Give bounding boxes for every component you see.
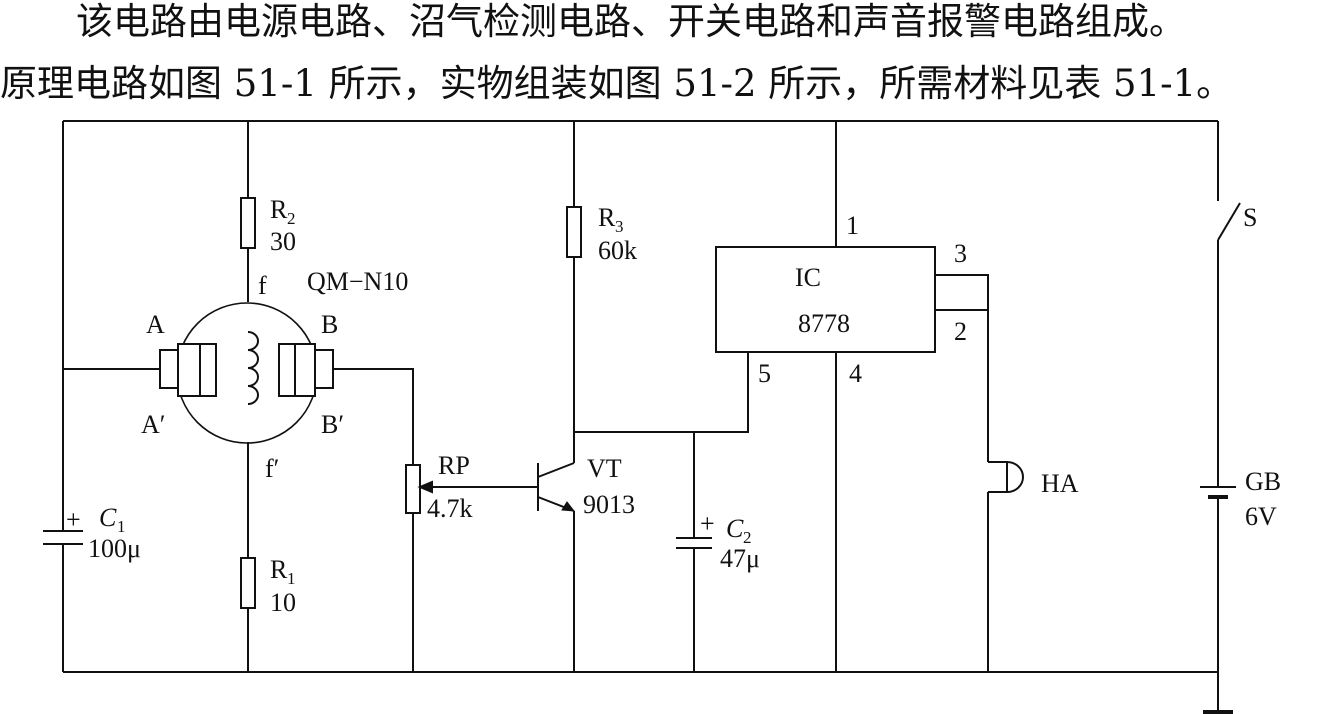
gas-sensor-qm-n10 <box>159 302 334 444</box>
ic-pin-4: 4 <box>849 359 862 388</box>
sensor-b-wire <box>333 368 414 672</box>
rp-label: RP <box>438 451 470 480</box>
wires <box>62 120 1219 712</box>
r1-label: R <box>270 555 288 584</box>
r3-sub: 3 <box>615 217 624 236</box>
ic-value: 8778 <box>798 309 850 338</box>
sensor-pin-f: f <box>258 271 267 300</box>
r2-label: R <box>270 195 288 224</box>
gb-label: GB <box>1245 467 1281 496</box>
r1-sub: 1 <box>287 569 296 588</box>
ic-pin-3: 3 <box>954 239 967 268</box>
vt-label: VT <box>587 454 622 483</box>
switch-s <box>1217 202 1241 241</box>
buzzer-ha <box>988 461 1024 493</box>
intro-paragraph-line-1: 该电路由电源电路、沼气检测电路、开关电路和声音报警电路组成。 <box>76 0 1186 43</box>
rp-wiper-arrow <box>417 480 433 494</box>
c2-label: C <box>726 514 744 543</box>
r2-sub: 2 <box>287 209 296 228</box>
c2-plus: + <box>700 509 715 538</box>
ic-pin-5: 5 <box>758 359 771 388</box>
sensor-model: QM−N10 <box>307 267 408 296</box>
intro-paragraph-line-2: 原理电路如图 51-1 所示，实物组装如图 51-2 所示，所需材料见表 51-… <box>0 62 1234 105</box>
capacitor-c2 <box>676 537 712 549</box>
r3-label: R <box>598 203 616 232</box>
ic-pin-2: 2 <box>954 317 967 346</box>
ic-pin3-wire <box>935 274 989 310</box>
rp-value: 4.7k <box>427 494 473 523</box>
ic-label: IC <box>795 263 821 292</box>
gb-value: 6V <box>1245 502 1277 531</box>
resistor-r3 <box>566 206 582 258</box>
resistor-r1 <box>240 557 256 609</box>
ha-label: HA <box>1041 469 1079 498</box>
c1-label: C <box>99 503 117 532</box>
r2-value: 30 <box>270 227 296 256</box>
switch-label: S <box>1243 203 1257 232</box>
r3-value: 60k <box>598 236 637 265</box>
ic-pin2-wire <box>935 309 989 462</box>
sensor-pin-f2: f′ <box>265 454 279 483</box>
sensor-pin-a2: A′ <box>141 410 165 439</box>
c1-plus: + <box>66 505 81 534</box>
ic-8778 <box>715 246 936 353</box>
c2-value: 47μ <box>720 544 760 573</box>
battery-gb <box>1200 486 1236 499</box>
collector-node-wire <box>574 352 749 672</box>
c1-value: 100μ <box>88 534 141 563</box>
r1-value: 10 <box>270 588 296 617</box>
transistor-vt <box>537 462 576 512</box>
vt-value: 9013 <box>583 490 635 519</box>
sensor-pin-b: B <box>321 310 338 339</box>
c1-sub: 1 <box>117 517 126 536</box>
capacitor-c1 <box>43 530 83 545</box>
c2-sub: 2 <box>743 528 752 547</box>
potentiometer-rp <box>405 464 421 514</box>
sensor-pin-a: A <box>146 310 165 339</box>
sensor-pin-b2: B′ <box>321 410 344 439</box>
ic-pin-1: 1 <box>846 211 859 240</box>
resistor-r2 <box>240 197 256 249</box>
